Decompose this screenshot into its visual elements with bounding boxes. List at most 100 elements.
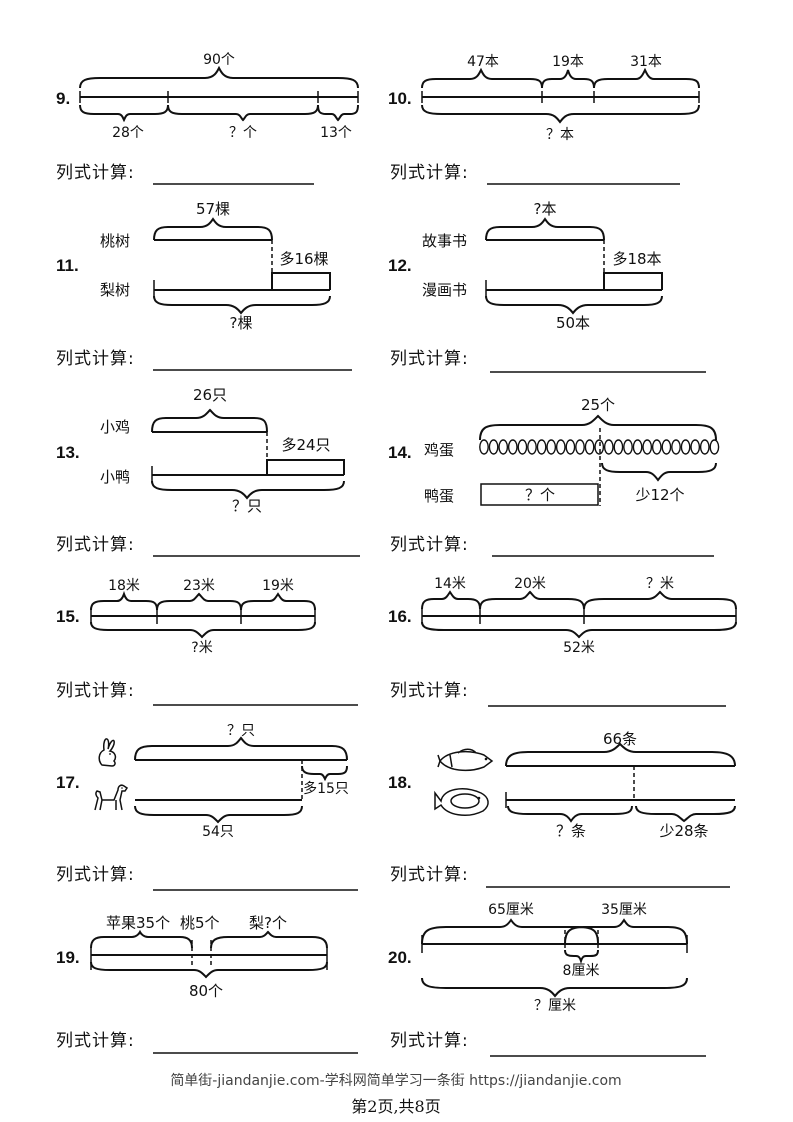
egg-mark	[661, 439, 672, 455]
egg-mark	[546, 439, 557, 455]
egg-mark	[671, 439, 681, 455]
egg-mark	[565, 439, 576, 455]
total-label: ？本	[546, 127, 574, 143]
problem-20: 20. 65厘米 35厘米 8厘米 ？厘米	[388, 902, 688, 1014]
formula-line-9[interactable]: 列式计算:	[56, 163, 314, 185]
problem-number: 15.	[56, 607, 80, 626]
egg-mark	[651, 439, 662, 455]
top-label: 25个	[581, 396, 615, 414]
total-label: 52米	[563, 640, 595, 656]
egg-mark	[555, 439, 566, 455]
more-label: 多15只	[303, 780, 349, 797]
left-label: 65厘米	[488, 902, 534, 918]
egg-mark	[613, 439, 624, 455]
box-label: ？个	[525, 486, 555, 504]
part-label: 19米	[262, 578, 294, 594]
formula-line-10[interactable]: 列式计算:	[390, 163, 680, 185]
total-label: ?米	[191, 640, 212, 656]
egg-row	[479, 439, 720, 455]
bottom-label: ?棵	[230, 314, 253, 332]
formula-line-16[interactable]: 列式计算:	[390, 681, 726, 707]
formula-label: 列式计算:	[56, 163, 135, 183]
problem-number: 18.	[388, 773, 412, 792]
formula-label: 列式计算:	[56, 1031, 135, 1051]
less-label: 少28条	[659, 822, 708, 840]
footer-page: 第2页,共8页	[351, 1097, 440, 1116]
problem-10: 10. 47本 19本 31本 ？本	[388, 54, 700, 143]
fish-icon	[437, 748, 494, 772]
formula-line-17[interactable]: 列式计算:	[56, 865, 358, 891]
part-label: 14米	[434, 576, 466, 592]
formula-label: 列式计算:	[390, 681, 469, 701]
egg-mark	[680, 439, 691, 455]
brace-top	[79, 65, 359, 89]
row-label: 小鸭	[100, 468, 130, 486]
problem-number: 11.	[56, 256, 79, 275]
part-label: 18米	[108, 578, 140, 594]
flatfish-icon	[434, 788, 489, 817]
row-label: 漫画书	[422, 281, 467, 299]
problem-number: 20.	[388, 948, 412, 967]
top-left-label: 苹果35个	[106, 914, 170, 932]
row-label: 桃树	[100, 232, 130, 250]
total-label: 90个	[203, 52, 235, 68]
problem-19: 19. 苹果35个 桃5个 梨?个 80个	[56, 914, 328, 1000]
formula-line-14[interactable]: 列式计算:	[390, 535, 714, 557]
bottom-label: 54只	[202, 824, 234, 840]
egg-mark	[603, 439, 614, 455]
total-label: ？厘米	[534, 998, 576, 1014]
problem-18: 18. 66条 ？条 少28条	[388, 730, 736, 840]
part-label: 23米	[183, 578, 215, 594]
overlap-label: 8厘米	[563, 963, 600, 979]
formula-label: 列式计算:	[390, 535, 469, 555]
formula-line-13[interactable]: 列式计算:	[56, 535, 360, 557]
egg-mark	[642, 439, 653, 455]
rabbit-icon	[98, 738, 117, 767]
part-label: 31本	[630, 54, 662, 70]
row-label: 鸭蛋	[424, 487, 454, 505]
dog-icon	[94, 784, 129, 811]
egg-mark	[527, 439, 537, 455]
part-label: 47本	[467, 54, 499, 70]
more-label: 多16棵	[279, 250, 328, 268]
footer-source: 简单街-jiandanjie.com-学科网简单学习一条街 https://ji…	[170, 1072, 621, 1089]
right-label: 35厘米	[601, 902, 647, 918]
top-label: ?本	[534, 200, 557, 218]
egg-mark	[488, 439, 499, 455]
formula-label: 列式计算:	[390, 1031, 469, 1051]
problem-number: 9.	[56, 89, 70, 108]
row-label: 小鸡	[100, 418, 130, 436]
egg-mark	[594, 439, 605, 455]
top-label: 57棵	[196, 200, 230, 218]
formula-line-18[interactable]: 列式计算:	[390, 865, 730, 888]
egg-mark	[517, 439, 528, 455]
formula-line-15[interactable]: 列式计算:	[56, 681, 358, 706]
problem-number: 10.	[388, 89, 412, 108]
formula-line-20[interactable]: 列式计算:	[390, 1031, 706, 1057]
row-label: 梨树	[100, 281, 130, 299]
problem-13: 小鸡 小鸭 13. 26只 多24只 ？只	[56, 386, 345, 515]
formula-line-12[interactable]: 列式计算:	[390, 349, 706, 373]
formula-line-11[interactable]: 列式计算:	[56, 349, 352, 371]
part-label: 28个	[112, 125, 144, 141]
top-label: 26只	[193, 386, 227, 404]
formula-label: 列式计算:	[390, 865, 469, 885]
problem-16: 16. 14米 20米 ？米 52米	[388, 576, 737, 656]
problem-12: 故事书 漫画书 12. ?本 多18本 50本	[388, 200, 663, 332]
formula-label: 列式计算:	[390, 349, 469, 369]
problem-number: 16.	[388, 607, 412, 626]
formula-label: 列式计算:	[390, 163, 469, 183]
formula-label: 列式计算:	[56, 865, 135, 885]
formula-line-19[interactable]: 列式计算:	[56, 1031, 358, 1054]
egg-mark	[690, 439, 701, 455]
formula-label: 列式计算:	[56, 349, 135, 369]
part-label: 20米	[514, 576, 546, 592]
egg-mark	[498, 439, 509, 455]
problem-number: 19.	[56, 948, 80, 967]
bottom-label: 50本	[556, 314, 590, 332]
top-label: 66条	[603, 730, 637, 748]
part-label: 13个	[320, 125, 352, 141]
bottom-label: ？只	[232, 497, 262, 515]
total-label: 80个	[189, 982, 223, 1000]
